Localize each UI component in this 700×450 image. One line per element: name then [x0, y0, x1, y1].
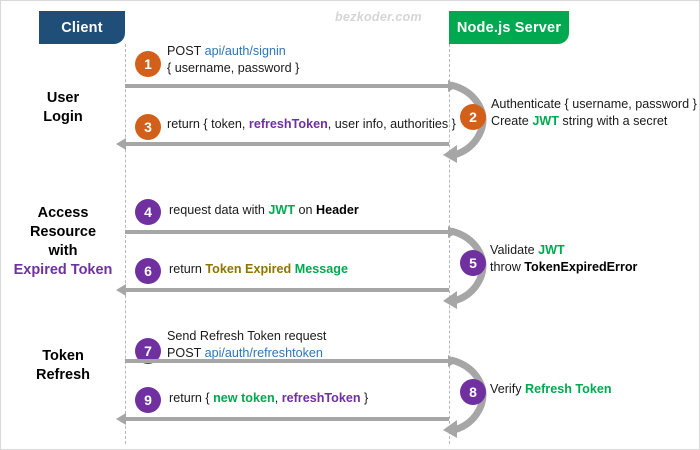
- step-part-bold: Header: [316, 203, 359, 217]
- arrow-step-9: [116, 413, 449, 425]
- step-text-3: return { token, refreshToken, user info,…: [167, 116, 456, 133]
- step-part-bold: TokenExpiredError: [524, 260, 638, 275]
- step-part-olive: Token Expired: [205, 262, 292, 276]
- step-badge-3: 3: [135, 114, 161, 140]
- step-part: Send Refresh Token request: [167, 329, 327, 343]
- actor-client-box: Client: [39, 11, 125, 44]
- step-line: Verify Refresh Token: [490, 381, 612, 398]
- step-line: POST api/auth/signin: [167, 43, 299, 60]
- step-part: Create: [491, 114, 533, 129]
- step-part: Verify: [490, 382, 525, 396]
- step-number: 3: [144, 119, 152, 135]
- step-text-2: Authenticate { username, password } Crea…: [491, 96, 697, 130]
- lifeline-client: [125, 44, 126, 444]
- step-number: 4: [144, 204, 152, 220]
- actor-server-label: Node.js Server: [456, 19, 562, 36]
- step-line: { username, password }: [167, 60, 299, 77]
- step-part: return { token,: [167, 117, 249, 131]
- arrow-step-7: [125, 355, 458, 367]
- arrow-step-6: [116, 284, 449, 296]
- phase-line: Refresh: [36, 366, 90, 383]
- step-part: string with a secret: [558, 114, 668, 129]
- step-text-4: request data with JWT on Header: [169, 202, 359, 219]
- step-part: on: [295, 203, 317, 217]
- phase-label-user-login: User Login: [1, 89, 125, 127]
- step-part: , user info, authorities }: [327, 117, 456, 131]
- phase-label-access-resource: Access Resource with Expired Token: [1, 204, 125, 279]
- step-number: 7: [144, 343, 152, 359]
- step-part-purple: refreshToken: [281, 391, 361, 405]
- arrow-step-3: [116, 138, 449, 150]
- step-badge-8: 8: [460, 379, 486, 405]
- step-line: request data with JWT on Header: [169, 202, 359, 219]
- step-number: 6: [144, 263, 152, 279]
- arrow-step-4: [125, 226, 458, 238]
- step-line: return Token Expired Message: [169, 261, 348, 278]
- step-part-url: api/auth/refreshtoken: [204, 346, 323, 361]
- step-text-7: Send Refresh Token request POST api/auth…: [167, 328, 326, 362]
- phase-line: Login: [43, 108, 83, 125]
- step-badge-6: 6: [135, 258, 161, 284]
- step-line: return { new token, refreshToken }: [169, 390, 368, 407]
- step-text-5: Validate JWT throw TokenExpiredError: [490, 242, 637, 276]
- step-part: return {: [169, 391, 214, 405]
- step-part: POST: [167, 44, 205, 58]
- step-line: POST api/auth/refreshtoken: [167, 345, 326, 362]
- step-text-1: POST api/auth/signin { username, passwor…: [167, 43, 299, 77]
- phase-line: Token: [42, 348, 84, 364]
- actor-server-box: Node.js Server: [449, 11, 569, 44]
- step-part-url: api/auth/signin: [204, 44, 286, 58]
- step-part-green: Message: [291, 262, 348, 276]
- step-part-green: JWT: [538, 243, 565, 257]
- phase-line: with: [48, 242, 78, 259]
- step-number: 1: [144, 56, 152, 72]
- step-number: 5: [469, 255, 477, 271]
- actor-client-label: Client: [61, 19, 103, 36]
- step-part: }: [360, 391, 369, 405]
- phase-line: Access: [37, 205, 89, 221]
- step-part: Validate: [490, 243, 539, 257]
- step-line: Send Refresh Token request: [167, 328, 326, 345]
- step-part: request data with: [169, 203, 269, 217]
- step-badge-9: 9: [135, 387, 161, 413]
- step-part-purple: refreshToken: [248, 117, 328, 131]
- step-badge-1: 1: [135, 51, 161, 77]
- step-part: { username, password }: [167, 61, 300, 76]
- step-line: Validate JWT: [490, 242, 637, 259]
- step-line: Create JWT string with a secret: [491, 113, 697, 130]
- step-number: 2: [469, 109, 477, 125]
- step-part: POST: [167, 346, 205, 361]
- lifeline-server: [449, 44, 450, 444]
- phase-line-accent: Expired Token: [13, 261, 113, 278]
- watermark: bezkoder.com: [335, 10, 422, 24]
- step-line: Authenticate { username, password }: [491, 96, 697, 113]
- step-part-green: Refresh Token: [525, 382, 612, 396]
- step-line: return { token, refreshToken, user info,…: [167, 116, 456, 133]
- phase-label-token-refresh: Token Refresh: [1, 347, 125, 385]
- step-number: 8: [469, 384, 477, 400]
- step-text-8: Verify Refresh Token: [490, 381, 612, 398]
- step-number: 9: [144, 392, 152, 408]
- step-part: ,: [274, 391, 282, 405]
- step-line: throw TokenExpiredError: [490, 259, 637, 276]
- arrow-step-1: [125, 80, 458, 92]
- step-badge-2: 2: [460, 104, 486, 130]
- step-part: return: [169, 262, 206, 276]
- step-part: Authenticate { username, password }: [491, 97, 697, 111]
- step-text-9: return { new token, refreshToken }: [169, 390, 368, 407]
- step-part: throw: [490, 260, 525, 275]
- phase-line: User: [46, 90, 80, 106]
- phase-line: Resource: [29, 223, 97, 240]
- step-badge-5: 5: [460, 250, 486, 276]
- step-part-green: JWT: [532, 114, 559, 129]
- step-badge-4: 4: [135, 199, 161, 225]
- step-part-green: JWT: [268, 203, 296, 217]
- step-text-6: return Token Expired Message: [169, 261, 348, 278]
- step-part-green: new token: [213, 391, 275, 405]
